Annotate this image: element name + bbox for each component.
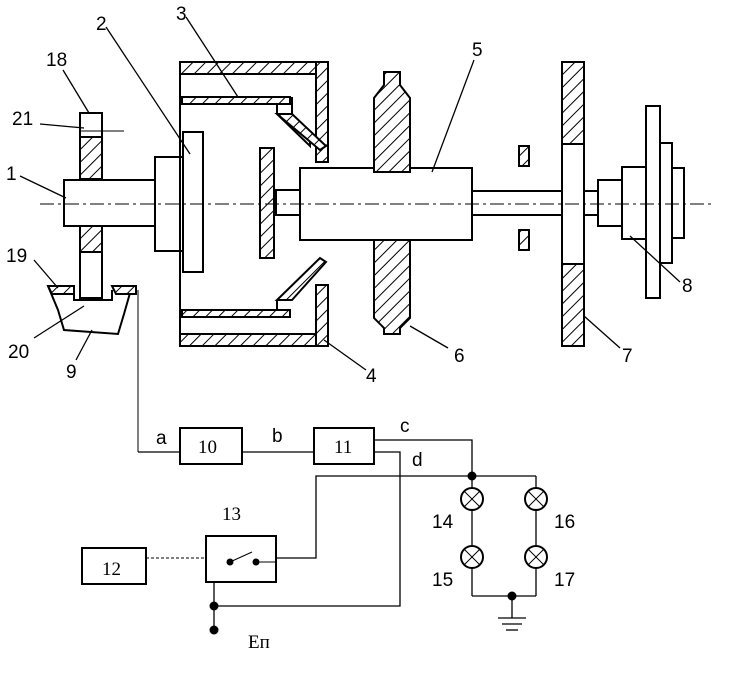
- lamp-15: 15: [432, 545, 484, 591]
- part-labels: 18 21 1 2 3 19 20 9 4 5 6 7 8: [6, 4, 693, 387]
- flywheel-7: [561, 61, 585, 347]
- label-8: 8: [682, 276, 693, 297]
- wires: [138, 439, 537, 631]
- leader-lines: [19, 16, 681, 371]
- lamp-16: 16: [524, 487, 575, 533]
- block-12: 12: [81, 547, 147, 585]
- lamp-15-label: 15: [432, 570, 453, 591]
- bearing-top: [518, 145, 530, 167]
- lamp-14-label: 14: [432, 512, 454, 533]
- clutch-housing-3: [179, 61, 329, 347]
- block-11-label: 11: [334, 437, 352, 458]
- label-2: 2: [96, 14, 107, 35]
- junction-node-ground: [507, 591, 517, 601]
- label-21: 21: [12, 109, 33, 130]
- pulley-8: [597, 105, 685, 299]
- bearing-bottom: [518, 229, 530, 251]
- switch-13: 13: [205, 504, 277, 606]
- gear-18: [79, 112, 124, 299]
- label-9: 9: [66, 362, 77, 383]
- wire-label-a: a: [156, 428, 167, 449]
- label-3: 3: [176, 4, 187, 25]
- label-1: 1: [6, 164, 17, 185]
- terminal-power: [209, 625, 219, 635]
- block-12-label: 12: [102, 559, 121, 580]
- label-5: 5: [472, 40, 483, 61]
- block-13-label: 13: [222, 504, 241, 525]
- power-label: Eп: [248, 632, 270, 653]
- disc-6: [373, 71, 411, 335]
- sensor-9: [46, 285, 139, 452]
- label-4: 4: [366, 366, 377, 387]
- label-19: 19: [6, 246, 27, 267]
- lamp-17: 17: [524, 545, 575, 591]
- label-18: 18: [46, 50, 67, 71]
- wire-label-b: b: [272, 426, 283, 447]
- block-10: 10: [179, 427, 243, 465]
- lamp-16-label: 16: [554, 512, 575, 533]
- wire-label-d: d: [412, 450, 423, 471]
- lamp-17-label: 17: [554, 570, 575, 591]
- junction-node-top: [467, 471, 477, 481]
- wire-label-c: c: [400, 416, 410, 437]
- block-10-label: 10: [198, 437, 217, 458]
- label-7: 7: [622, 346, 633, 367]
- input-shaft-1: [63, 179, 157, 227]
- lamp-14: 14: [432, 487, 484, 533]
- block-11: 11: [313, 427, 375, 465]
- label-6: 6: [454, 346, 465, 367]
- label-20: 20: [8, 342, 29, 363]
